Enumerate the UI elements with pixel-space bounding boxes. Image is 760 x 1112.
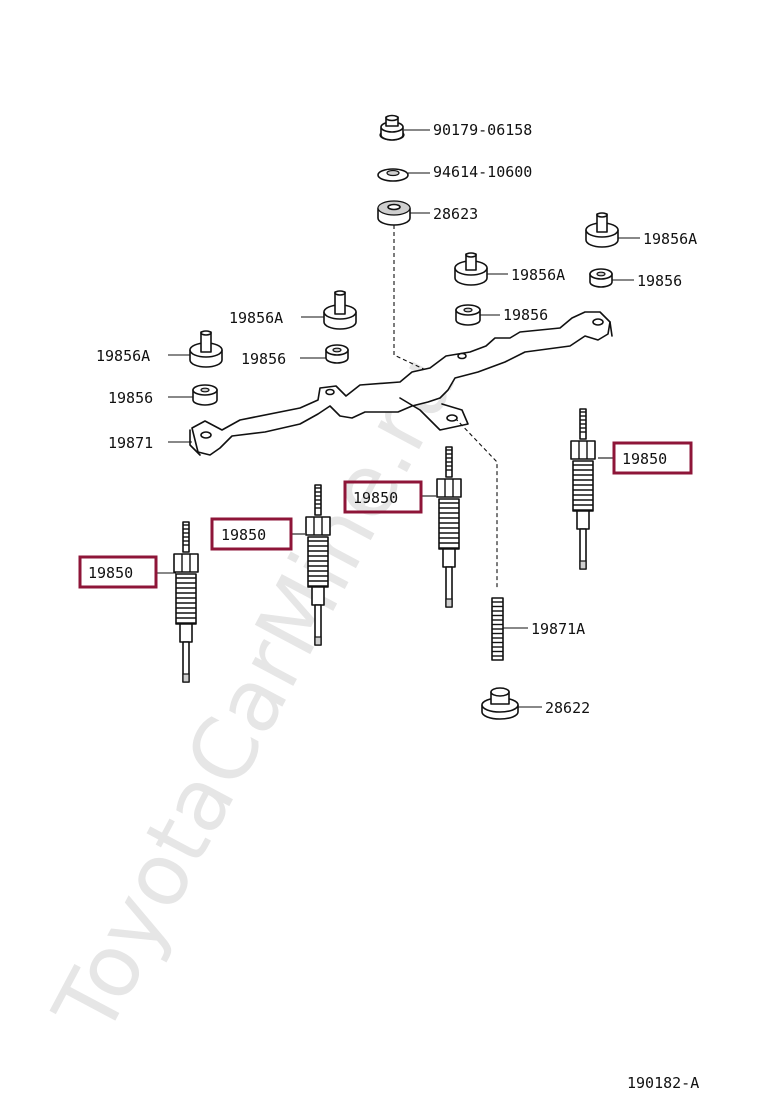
glow-plug-3	[436, 446, 462, 608]
assembly-line-stud	[454, 417, 498, 590]
part-label-insulator-top: 28623	[433, 205, 478, 223]
part-label-nut-top: 90179-06158	[433, 121, 532, 139]
highlight-box-plug-3	[343, 480, 423, 514]
part-label-insulator-bottom: 28622	[545, 699, 590, 717]
part-label-stud-nut-left: 19856A	[229, 309, 283, 327]
part-label-nut-right: 19856	[637, 272, 682, 290]
part-label-plug-3: 19850	[353, 489, 398, 507]
stud-nut-right-part	[585, 212, 619, 248]
glow-plug-2	[305, 484, 331, 646]
glow-plug-1	[173, 521, 199, 683]
insulator-top-part	[377, 200, 411, 226]
insulator-bottom-part	[481, 687, 519, 720]
part-label-washer: 94614-10600	[433, 163, 532, 181]
stud-nut-left-part	[323, 290, 357, 330]
watermark-text: ToyotaCarMine.ru	[35, 340, 476, 1051]
nut-top-part	[379, 114, 405, 141]
part-label-plug-2: 19850	[221, 526, 266, 544]
part-label-stud-nut-far: 19856A	[96, 347, 150, 365]
highlight-box-plug-2	[210, 517, 293, 551]
stud-nut-mid-part	[454, 252, 488, 286]
stud-nut-far-left-part	[189, 330, 223, 368]
washer-part	[377, 168, 409, 182]
highlight-box-plug-1	[78, 555, 158, 589]
part-label-bus-bar: 19871	[108, 434, 153, 452]
highlight-box-plug-4	[612, 441, 693, 475]
stud-part	[491, 597, 504, 661]
nut-far-left-part	[192, 384, 218, 406]
figure-id: 190182-A	[627, 1074, 699, 1092]
part-label-plug-1: 19850	[88, 564, 133, 582]
part-label-stud-nut-mid: 19856A	[511, 266, 565, 284]
bus-bar-part	[189, 311, 613, 456]
assembly-line-top	[393, 225, 431, 373]
nut-mid-part	[455, 304, 481, 326]
glow-plug-4	[570, 408, 596, 570]
leader-lines	[156, 129, 640, 708]
part-label-nut-mid: 19856	[503, 306, 548, 324]
part-label-stud-nut-right: 19856A	[643, 230, 697, 248]
glow-plugs-group	[173, 408, 596, 683]
nut-right-part	[589, 268, 613, 288]
part-label-nut-far-left: 19856	[108, 389, 153, 407]
part-label-plug-4: 19850	[622, 450, 667, 468]
part-label-stud: 19871A	[531, 620, 585, 638]
part-label-nut-left-mid: 19856	[241, 350, 286, 368]
nut-left-mid-part	[325, 344, 349, 364]
